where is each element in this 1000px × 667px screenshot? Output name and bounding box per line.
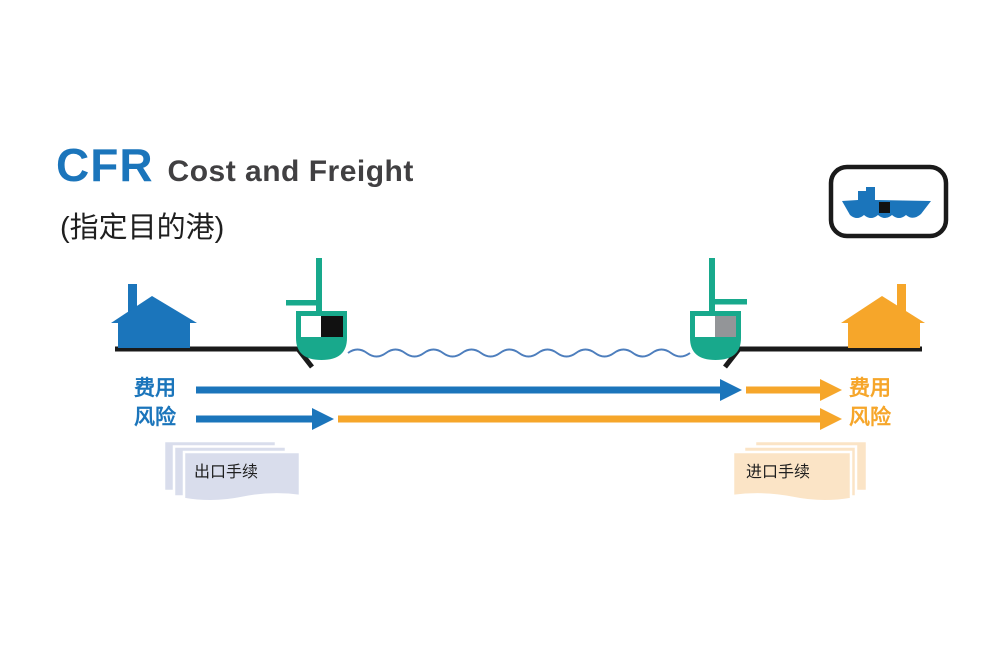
risk-label-seller: 风险 (134, 406, 176, 429)
ship-badge (828, 164, 949, 239)
container-black (321, 316, 343, 337)
ground-origin (115, 346, 314, 369)
seller-factory-icon (111, 284, 197, 348)
ground-destination (723, 346, 922, 369)
incoterm-name: Cost and Freight (167, 155, 414, 188)
import-docs-stack (731, 439, 869, 503)
import-docs-label: 进口手续 (746, 464, 811, 481)
incoterm-subtitle: (指定目的港) (60, 212, 225, 244)
ship-origin-icon (286, 258, 347, 360)
header: CFR Cost and Freight (56, 138, 414, 192)
ship-destination-icon (690, 258, 747, 360)
cost-label-buyer: 费用 (849, 377, 891, 400)
export-docs-stack (162, 439, 302, 503)
risk-label-buyer: 风险 (849, 406, 891, 429)
cost-arrow (196, 379, 842, 401)
risk-buyer-arrowhead (820, 408, 842, 430)
incoterm-code: CFR (56, 139, 154, 191)
sea-wave (347, 348, 691, 358)
container-gray (715, 316, 736, 337)
ground-line (115, 346, 922, 369)
badge-container-icon (879, 202, 890, 213)
import-doc-front (731, 450, 853, 503)
buyer-warehouse-icon (841, 284, 925, 348)
risk-seller-arrowhead (312, 408, 334, 430)
export-docs-label: 出口手续 (194, 464, 259, 481)
cost-seller-arrowhead (720, 379, 742, 401)
cost-label-seller: 费用 (134, 377, 176, 400)
risk-arrow (196, 408, 842, 430)
cost-buyer-arrowhead (820, 379, 842, 401)
export-doc-front (182, 450, 302, 503)
